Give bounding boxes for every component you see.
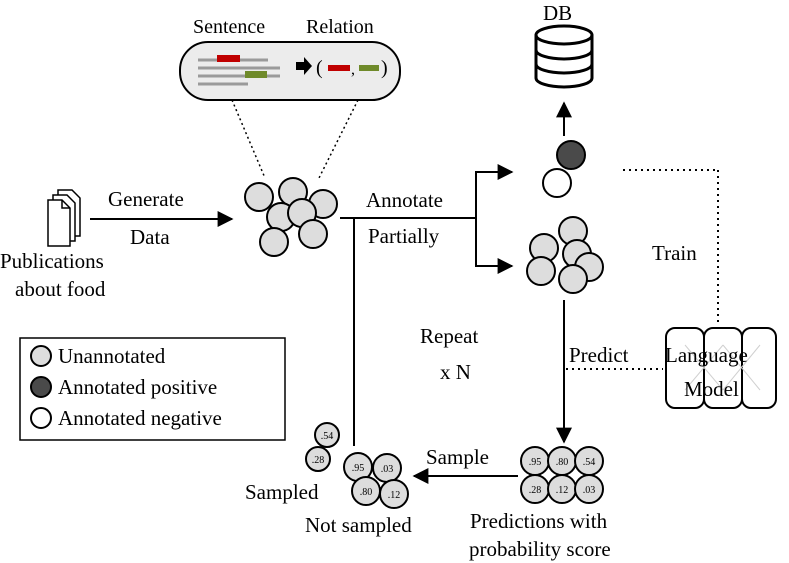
legend-unannotated-marker bbox=[30, 345, 52, 367]
score-label: .80 bbox=[556, 457, 569, 468]
documents-icon bbox=[47, 189, 81, 247]
database-icon bbox=[534, 24, 594, 89]
sentence-label: Sentence bbox=[193, 16, 265, 38]
times-n-label: x N bbox=[440, 360, 471, 384]
sample-label: Sample bbox=[426, 445, 489, 469]
annotated-negative-circle bbox=[542, 168, 572, 198]
legend-positive-marker bbox=[30, 376, 52, 398]
relation-label: Relation bbox=[306, 16, 374, 38]
sampled-cluster: .54 .28 bbox=[305, 422, 340, 472]
repeat-label: Repeat bbox=[420, 324, 478, 348]
score-label: .80 bbox=[360, 487, 373, 498]
not-sampled-label: Not sampled bbox=[305, 513, 412, 537]
predictions-with-label: Predictions with bbox=[470, 509, 608, 533]
score-label: .95 bbox=[529, 457, 542, 468]
language-model-icon bbox=[665, 327, 777, 409]
relation-tuple-icon: ( , ) bbox=[316, 57, 388, 79]
legend-annotated-negative: Annotated negative bbox=[58, 406, 222, 430]
arrow-right-icon bbox=[296, 57, 312, 75]
data-label: Data bbox=[130, 225, 170, 249]
sampled-label: Sampled bbox=[245, 480, 319, 504]
sentence-icon bbox=[198, 55, 280, 86]
score-label: .95 bbox=[352, 463, 365, 474]
generated-data-cluster bbox=[244, 177, 338, 257]
legend-unannotated: Unannotated bbox=[58, 344, 166, 368]
db-label: DB bbox=[543, 1, 572, 25]
about-food-label: about food bbox=[15, 277, 106, 301]
score-label: .03 bbox=[381, 464, 394, 475]
predictions-cluster: .95 .80 .54 .28 .12 .03 bbox=[520, 446, 604, 504]
partially-label: Partially bbox=[368, 224, 440, 248]
language-label: Language bbox=[665, 343, 748, 367]
svg-text:): ) bbox=[381, 57, 388, 79]
legend-annotated-positive: Annotated positive bbox=[58, 375, 217, 399]
predict-label: Predict bbox=[569, 343, 629, 367]
legend-negative-marker bbox=[30, 407, 52, 429]
score-label: .28 bbox=[312, 455, 325, 466]
score-label: .54 bbox=[583, 457, 596, 468]
score-label: .12 bbox=[556, 485, 569, 496]
score-label: .54 bbox=[321, 431, 334, 442]
svg-text:(: ( bbox=[316, 57, 323, 79]
score-label: .12 bbox=[388, 490, 401, 501]
not-sampled-cluster: .95 .03 .80 .12 bbox=[343, 452, 409, 509]
train-label: Train bbox=[652, 241, 697, 265]
unannotated-cluster bbox=[526, 216, 604, 294]
publications-label: Publications bbox=[0, 249, 104, 273]
annotate-label: Annotate bbox=[366, 188, 443, 212]
svg-text:,: , bbox=[351, 61, 355, 78]
legend-box bbox=[19, 337, 286, 441]
model-label: Model bbox=[684, 377, 739, 401]
annotated-positive-circle bbox=[556, 140, 586, 170]
generate-label: Generate bbox=[108, 187, 184, 211]
score-label: .03 bbox=[583, 485, 596, 496]
score-label: .28 bbox=[529, 485, 542, 496]
probability-score-label: probability score bbox=[469, 537, 611, 561]
